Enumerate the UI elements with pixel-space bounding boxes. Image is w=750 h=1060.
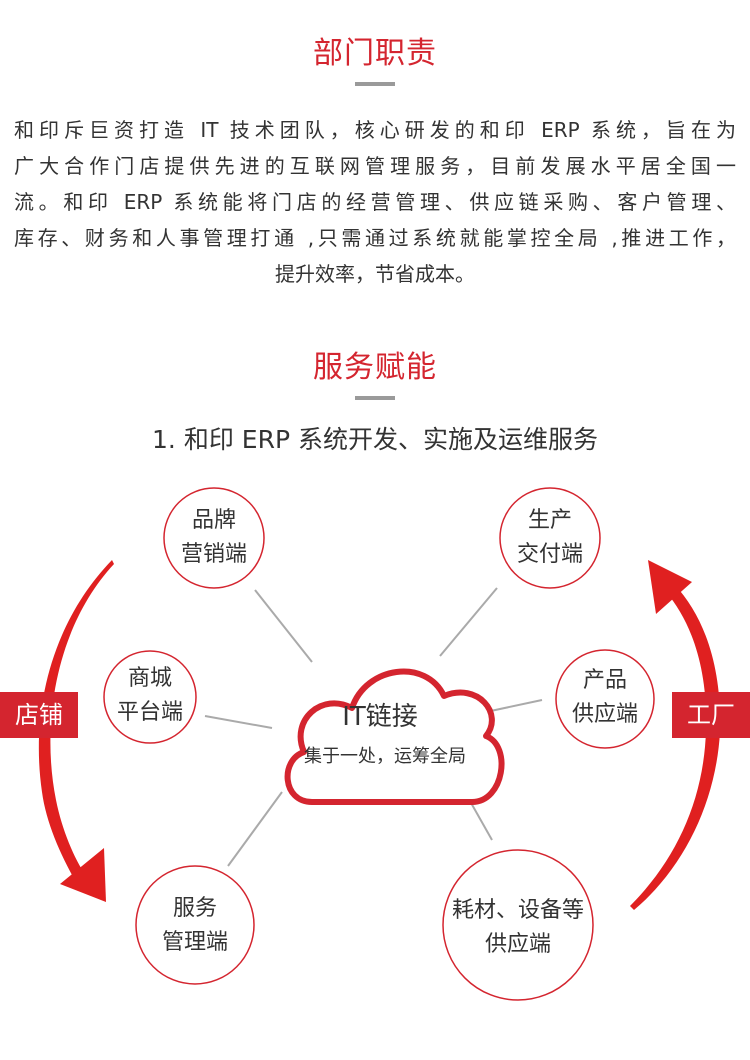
responsibilities-paragraph: 和印斥巨资打造 IT 技术团队，核心研发的和印 ERP 系统，旨在为 广大合作门… — [14, 112, 736, 292]
factory-tag: 工厂 — [672, 692, 750, 738]
paragraph-line: 库存、财务和人事管理打通 ,只需通过系统就能掌控全局 ,推进工作， — [14, 226, 736, 250]
node-mall-platform: 商城 平台端 — [100, 662, 200, 730]
node-circle-product — [555, 649, 655, 749]
paragraph-line: 提升效率，节省成本。 — [275, 262, 475, 286]
connector-line-product — [485, 699, 543, 713]
paragraph-line: 广大合作门店提供先进的互联网管理服务，目前发展水平居全国一 — [14, 154, 736, 178]
node-materials-supply: 耗材、设备等 供应端 — [443, 894, 593, 962]
node-circle-service — [135, 865, 255, 985]
node-label-line: 管理端 — [161, 930, 228, 955]
connector-line-production — [439, 587, 498, 657]
node-service-management: 服务 管理端 — [145, 892, 245, 960]
connector-line-service — [227, 791, 283, 867]
section-title-service: 服务赋能 — [313, 350, 437, 385]
node-circle-materials — [442, 849, 594, 1001]
title-divider — [355, 82, 395, 86]
service-diagram — [38, 487, 721, 1001]
right-arrow-arc — [630, 584, 721, 910]
node-label-line: 服务 — [172, 896, 217, 921]
connector-line-brand — [254, 589, 313, 663]
node-label-line: 耗材、设备等 — [451, 898, 584, 923]
node-label-line: 交付端 — [516, 542, 583, 567]
node-brand-marketing: 品牌 营销端 — [164, 504, 264, 572]
node-label-line: 产品 — [582, 668, 627, 693]
node-circles — [103, 487, 655, 1001]
paragraph-line: 和印斥巨资打造 IT 技术团队，核心研发的和印 ERP 系统，旨在为 — [14, 118, 736, 142]
right-arrow-head — [648, 560, 692, 614]
node-product-supply: 产品 供应端 — [555, 664, 655, 732]
node-circle-mall — [103, 650, 197, 744]
cloud-shape — [284, 668, 505, 805]
node-label-line: 生产 — [527, 508, 572, 533]
paragraph-line: 流。和印 ERP 系统能将门店的经营管理、供应链采购、客户管理、 — [14, 190, 736, 214]
node-label-line: 平台端 — [116, 700, 183, 725]
section-title-responsibilities: 部门职责 — [313, 36, 437, 71]
store-tag: 店铺 — [0, 692, 78, 738]
cloud-title: IT链接 — [342, 702, 418, 732]
node-circle-production — [499, 487, 601, 589]
node-label-line: 营销端 — [180, 542, 247, 567]
node-label-line: 商城 — [127, 666, 172, 691]
connector-line-mall — [204, 715, 273, 729]
node-circle-brand — [163, 487, 265, 589]
service-subtitle: 1. 和印 ERP 系统开发、实施及运维服务 — [152, 425, 598, 454]
node-label-line: 供应端 — [484, 932, 551, 957]
node-label-line: 供应端 — [571, 702, 638, 727]
node-label-line: 品牌 — [191, 508, 236, 533]
left-arrow-head — [60, 848, 106, 902]
cloud-subtitle: 集于一处，运筹全局 — [304, 746, 466, 767]
node-production-delivery: 生产 交付端 — [500, 504, 600, 572]
title-divider — [355, 396, 395, 400]
